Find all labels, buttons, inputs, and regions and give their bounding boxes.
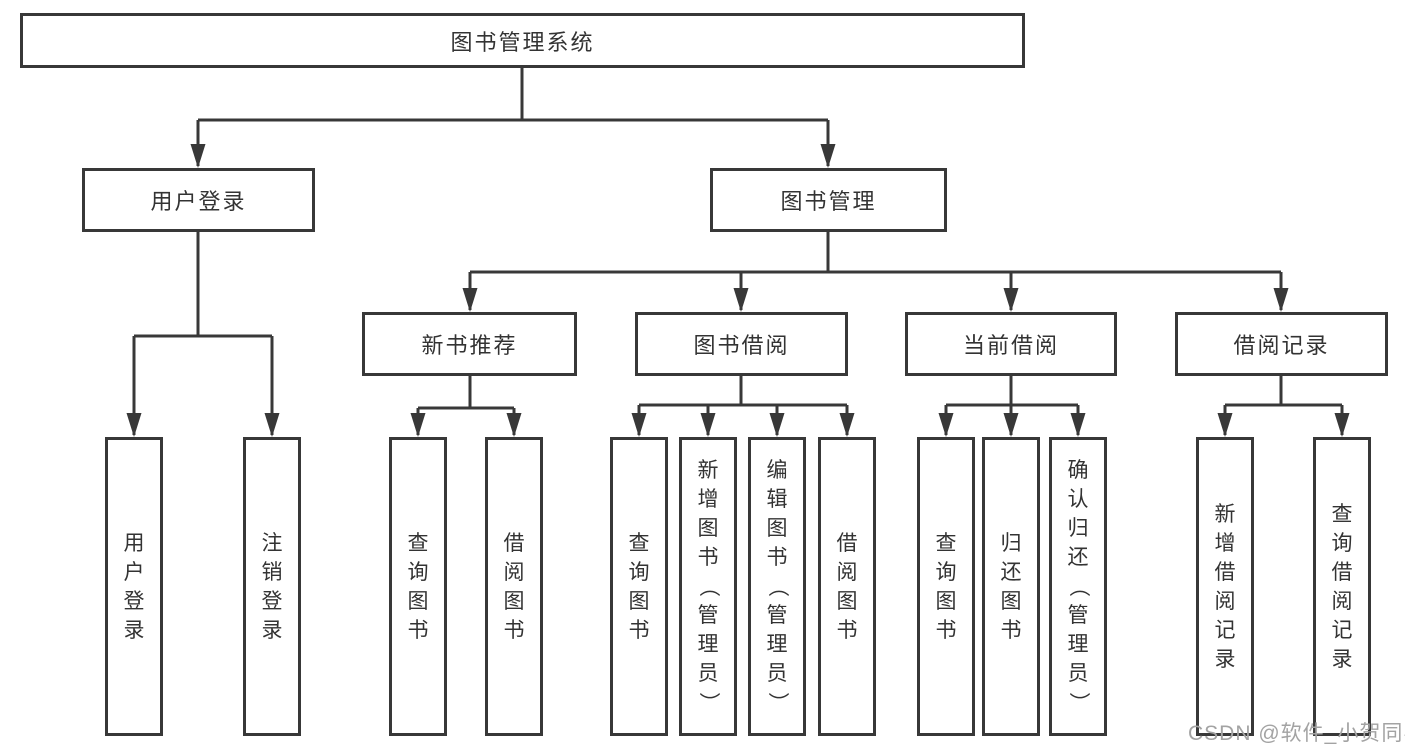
leaf-query-books-borrow: 查询图书 [610, 437, 668, 736]
leaf-query-books-recommend: 查询图书 [389, 437, 447, 736]
leaf-return-books: 归还图书 [982, 437, 1040, 736]
node-root: 图书管理系统 [20, 13, 1025, 68]
node-user-login: 用户登录 [82, 168, 315, 232]
node-book-borrow: 图书借阅 [635, 312, 848, 376]
leaf-add-books-admin: 新增图书（管理员） [679, 437, 737, 736]
leaf-borrow-books-recommend: 借阅图书 [485, 437, 543, 736]
leaf-edit-books-admin: 编辑图书（管理员） [748, 437, 806, 736]
watermark-text: CSDN @软件_小贺同学 [1188, 722, 1405, 745]
leaf-query-borrow-record: 查询借阅记录 [1313, 437, 1371, 736]
node-current-borrow: 当前借阅 [905, 312, 1117, 376]
node-new-book-recommend: 新书推荐 [362, 312, 577, 376]
leaf-add-borrow-record: 新增借阅记录 [1196, 437, 1254, 736]
leaf-confirm-return-admin: 确认归还（管理员） [1049, 437, 1107, 736]
leaf-query-books-current: 查询图书 [917, 437, 975, 736]
leaf-borrow-books: 借阅图书 [818, 437, 876, 736]
leaf-user-login: 用户登录 [105, 437, 163, 736]
node-borrow-records: 借阅记录 [1175, 312, 1388, 376]
node-book-management: 图书管理 [710, 168, 947, 232]
leaf-logout: 注销登录 [243, 437, 301, 736]
